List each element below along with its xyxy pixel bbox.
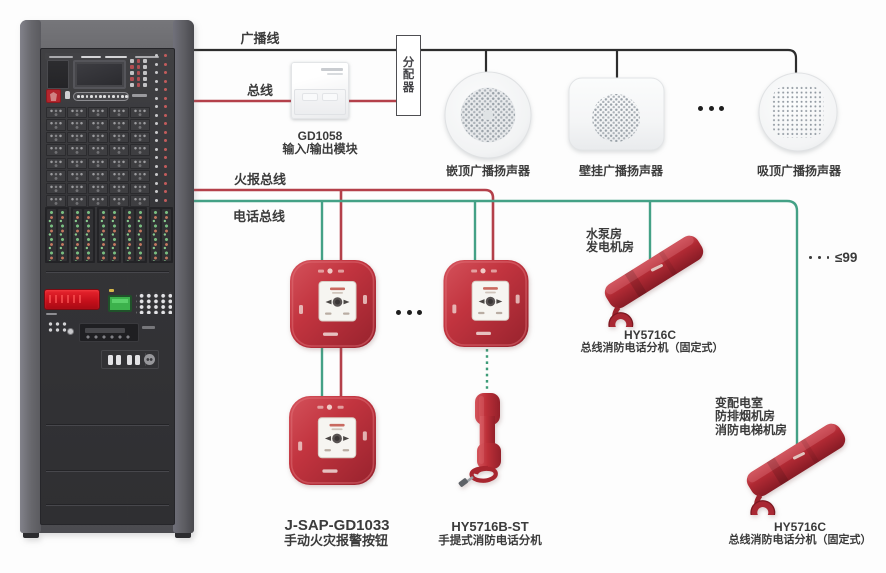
cabinet-green-lcd bbox=[108, 295, 132, 312]
cabinet-deck-dash bbox=[142, 326, 155, 329]
cabinet-power-switches bbox=[101, 350, 159, 369]
cabinet-seam bbox=[46, 470, 169, 471]
handheld-phone bbox=[458, 393, 501, 487]
capacity-ellipsis bbox=[809, 256, 835, 259]
io-module-gd1058 bbox=[291, 62, 349, 119]
cabinet-switch-icons bbox=[47, 321, 67, 333]
room-label: 防排烟机房 bbox=[715, 409, 776, 424]
cabinet-knob bbox=[67, 328, 74, 335]
call-point-3 bbox=[289, 396, 376, 485]
room-label: 水泵房 bbox=[586, 227, 623, 241]
cabinet-red-led-display bbox=[44, 289, 100, 310]
fixed-phone-power bbox=[746, 423, 846, 515]
fire-bus-label: 火报总线 bbox=[233, 172, 287, 187]
room-label: 变配电室 bbox=[715, 396, 764, 410]
cabinet-seam bbox=[46, 271, 169, 272]
handheld-phone-name: 手提式消防电话分机 bbox=[438, 535, 542, 547]
cabinet-left-post bbox=[20, 20, 41, 533]
phone-bus-label: 电话总线 bbox=[232, 209, 286, 224]
cabinet-foot bbox=[175, 530, 191, 538]
speaker-wall bbox=[568, 77, 665, 151]
call-point-model: J-SAP-GD1033 bbox=[284, 517, 390, 534]
speakers-ellipsis bbox=[698, 106, 730, 111]
cabinet-right-post bbox=[173, 20, 194, 533]
call-point-2 bbox=[443, 259, 529, 348]
room-label: 发电机房 bbox=[586, 240, 635, 255]
cabinet-mic-icon bbox=[65, 91, 70, 99]
cabinet-foot bbox=[23, 530, 39, 538]
fixed-phone-pump-rooms: 水泵房 发电机房 bbox=[586, 227, 635, 255]
cabinet-indicator-bars bbox=[130, 59, 150, 90]
io-module-name: 输入/输出模块 bbox=[282, 142, 358, 157]
cabinet-header-strip bbox=[45, 53, 170, 60]
speaker-recessed bbox=[444, 71, 532, 159]
fixed-phone-power-model: HY5716C bbox=[773, 520, 827, 534]
cabinet-module-grid-a bbox=[46, 107, 150, 156]
fixed-phone-power-rooms: 变配电室 防排烟机房 消防电梯机房 bbox=[715, 396, 788, 437]
cabinet-keypad bbox=[136, 292, 172, 314]
distributor-label: 分配器 bbox=[402, 56, 415, 94]
fixed-phone-pump bbox=[604, 235, 704, 327]
distributor-box: 分配器 bbox=[396, 35, 421, 116]
cabinet-socket bbox=[144, 354, 155, 365]
cabinet-label-dash bbox=[46, 313, 57, 315]
cabinet-seam bbox=[46, 504, 169, 505]
cabinet-face bbox=[40, 48, 175, 525]
cabinet-led-grid bbox=[153, 54, 173, 208]
call-points-ellipsis bbox=[396, 310, 428, 315]
fixed-phone-pump-model: HY5716C bbox=[623, 328, 677, 342]
speaker-ceiling-label: 吸顶广播扬声器 bbox=[756, 164, 842, 178]
broadcast-wire-label: 广播线 bbox=[240, 31, 280, 46]
fixed-phone-pump-name: 总线消防电话分机（固定式） bbox=[580, 342, 724, 354]
fixed-phone-power-name: 总线消防电话分机（固定式） bbox=[728, 534, 872, 546]
cabinet-lcd-screen bbox=[73, 60, 126, 89]
io-module-label: GD1058 输入/输出模块 bbox=[282, 129, 358, 157]
speaker-recessed-label: 嵌顶广播扬声器 bbox=[445, 164, 531, 178]
io-module-model: GD1058 bbox=[297, 129, 343, 143]
call-point-name: 手动火灾报警按钮 bbox=[283, 533, 389, 548]
cabinet-button-row bbox=[73, 92, 129, 101]
room-label: 消防电梯机房 bbox=[715, 422, 788, 437]
call-point-1 bbox=[290, 260, 376, 348]
cabinet-yellow-indicator bbox=[109, 289, 114, 292]
cabinet-left-display bbox=[47, 60, 69, 89]
handheld-phone-model: HY5716B-ST bbox=[451, 519, 529, 534]
bus-wire-label: 总线 bbox=[246, 83, 274, 98]
cabinet-seam bbox=[46, 424, 169, 425]
speaker-ceiling bbox=[758, 72, 838, 152]
speaker-wall-label: 壁挂广播扬声器 bbox=[578, 164, 664, 178]
cabinet-model-text bbox=[132, 94, 147, 97]
cabinet-comm-strips bbox=[45, 207, 173, 263]
capacity-label: ≤99 bbox=[835, 250, 858, 265]
cabinet-module-grid-b bbox=[46, 158, 150, 207]
broadcast-wire bbox=[193, 48, 798, 79]
cabinet-cassette-deck bbox=[79, 323, 139, 342]
cabinet-emblem bbox=[46, 89, 61, 103]
fire-alarm-control-panel bbox=[20, 20, 194, 538]
